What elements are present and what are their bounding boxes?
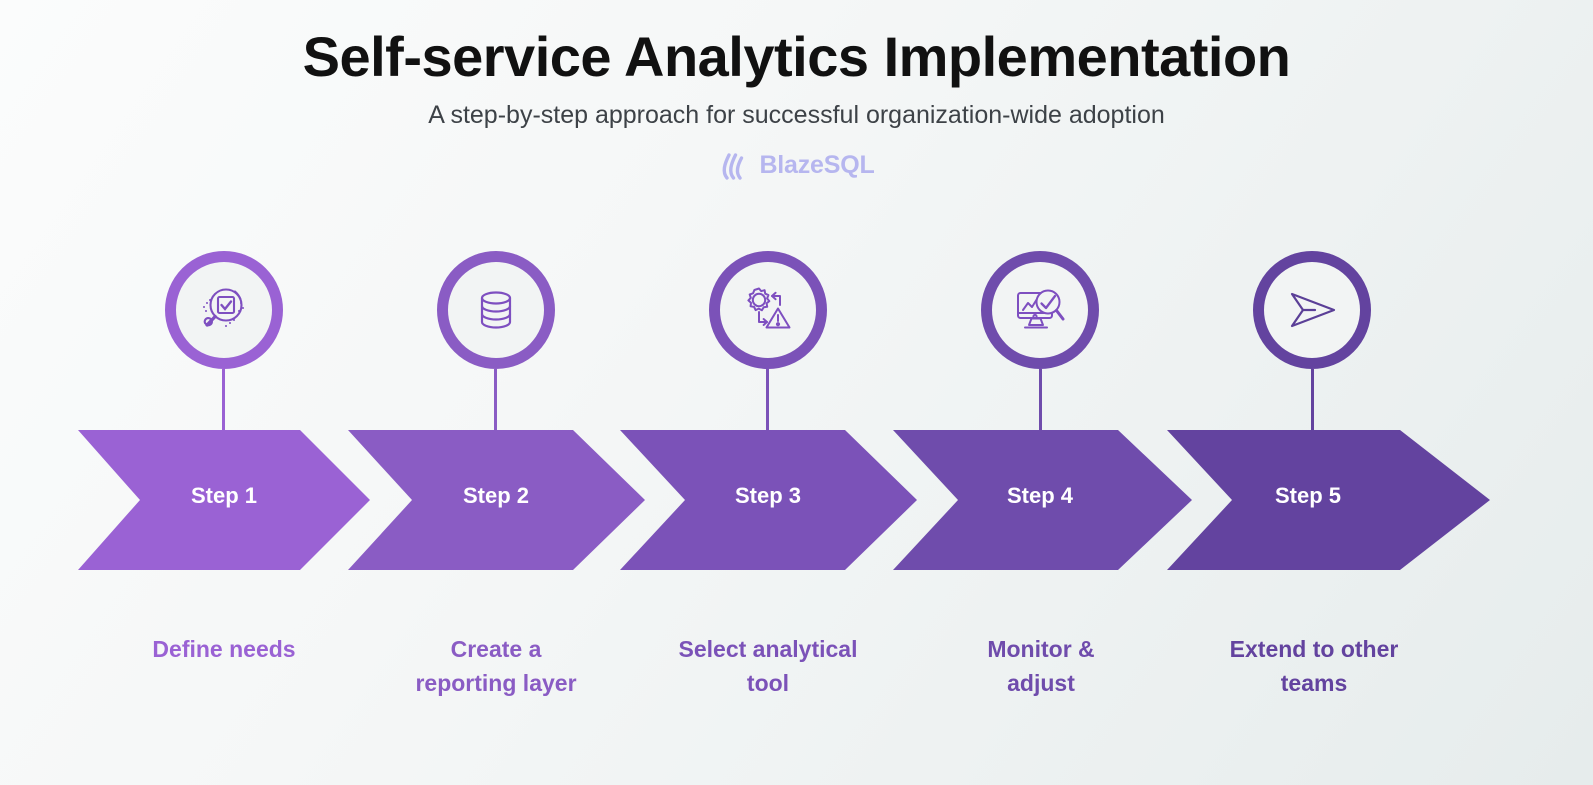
step-3-caption: Select analytical tool (678, 636, 858, 697)
step-5-label: Step 5 (1274, 483, 1342, 508)
arrow-step-1 (78, 430, 370, 570)
arrow-step-3 (620, 430, 917, 570)
page-title: Self-service Analytics Implementation (302, 25, 1291, 88)
step-5-connector (1311, 369, 1314, 431)
arrow-step-4 (893, 430, 1192, 570)
step-2-label: Step 2 (462, 483, 530, 508)
monitor-chart-magnifier-icon (1010, 281, 1070, 339)
paper-plane-icon (1282, 282, 1342, 338)
step-3-label: Step 3 (734, 483, 802, 508)
page-subtitle: A step-by-step approach for successful o… (428, 100, 1165, 129)
step-4-connector (1039, 369, 1042, 431)
step-1-connector (222, 369, 225, 431)
step-5-icon-badge[interactable] (1253, 251, 1371, 369)
step-1-icon-badge[interactable] (165, 251, 283, 369)
brand-name: BlazeSQL (759, 151, 875, 180)
header: Self-service Analytics Implementation A … (0, 0, 1593, 182)
arrow-step-2 (348, 430, 645, 570)
arrow-step-5 (1167, 430, 1490, 570)
step-4-label: Step 4 (1006, 483, 1074, 508)
step-3-connector (766, 369, 769, 431)
step-1-caption: Define needs (152, 636, 296, 662)
step-1-label: Step 1 (190, 483, 258, 508)
step-3-icon-badge[interactable] (709, 251, 827, 369)
step-2-connector (494, 369, 497, 431)
flame-icon (718, 150, 748, 182)
step-2-icon-badge[interactable] (437, 251, 555, 369)
gear-warning-icon (739, 281, 797, 339)
brand-lockup: BlazeSQL (0, 150, 1593, 182)
database-icon (468, 282, 524, 338)
step-2-caption: Create a reporting layer (415, 636, 577, 697)
step-4-caption: Monitor & adjust (987, 636, 1095, 697)
step-5-caption: Extend to other teams (1229, 636, 1399, 697)
magnifier-check-icon (193, 279, 255, 341)
step-4-icon-badge[interactable] (981, 251, 1099, 369)
